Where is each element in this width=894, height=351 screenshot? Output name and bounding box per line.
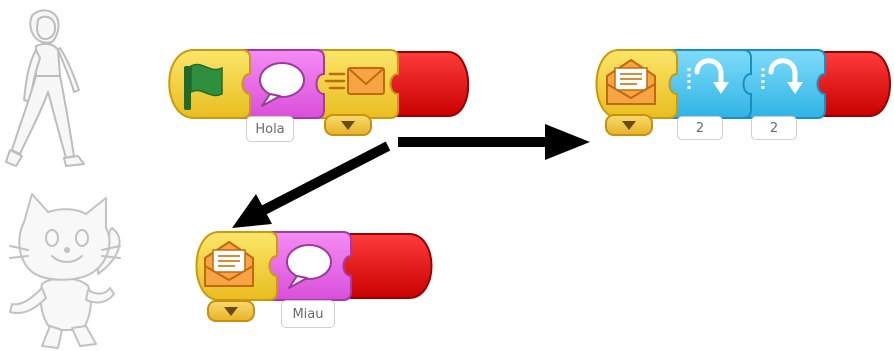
say-text-field[interactable]: Hola [246, 116, 294, 142]
chevron-down-icon [341, 120, 355, 130]
chevron-down-icon [224, 306, 238, 316]
hop-count-field-2[interactable]: 2 [751, 116, 797, 140]
cat-script: Miau [185, 226, 445, 336]
end-block[interactable] [816, 51, 891, 117]
end-block[interactable] [389, 51, 470, 117]
message-dropdown[interactable] [605, 114, 653, 136]
speech-bubble-icon [259, 62, 305, 107]
envelope-open-icon [606, 59, 656, 105]
arrow-to-cat-script [232, 141, 391, 228]
chevron-down-icon [622, 120, 636, 130]
third-script: 2 2 [585, 44, 894, 144]
hop-block-1[interactable] [668, 49, 752, 119]
end-block[interactable] [342, 233, 433, 299]
envelope-open-icon [204, 241, 254, 287]
message-dropdown[interactable] [207, 300, 255, 322]
hop-up-icon [761, 58, 803, 94]
envelope-send-icon [324, 67, 385, 95]
green-flag-icon [184, 63, 223, 110]
girl-sprite[interactable] [2, 6, 92, 171]
girl-walking-icon [5, 9, 85, 167]
say-text-field[interactable]: Miau [281, 300, 335, 328]
hop-count-field-1[interactable]: 2 [677, 116, 723, 140]
hop-block-2[interactable] [742, 49, 826, 119]
cat-icon [9, 193, 121, 349]
speech-bubble-icon [286, 244, 332, 289]
cat-sprite[interactable] [2, 188, 127, 351]
girl-script: Hola [158, 44, 478, 144]
message-dropdown[interactable] [324, 114, 372, 136]
hop-up-icon [687, 58, 729, 94]
